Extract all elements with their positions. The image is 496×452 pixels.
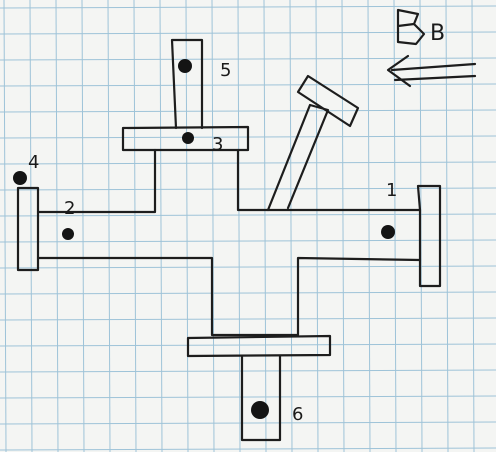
grid-line-horizontal xyxy=(0,162,496,164)
grid-line-vertical xyxy=(238,0,240,452)
label-hole-3: 3 xyxy=(212,134,223,155)
hole-6-dot xyxy=(251,401,269,419)
grid-line-vertical xyxy=(264,0,266,452)
grid-line-vertical xyxy=(160,0,162,452)
grid-line-vertical xyxy=(108,0,110,452)
left-end-cap xyxy=(18,188,38,270)
label-hole-1: 1 xyxy=(386,180,397,201)
grid-line-horizontal xyxy=(0,110,496,112)
grid-line-vertical xyxy=(342,0,344,452)
label-hole-2: 2 xyxy=(64,198,75,219)
grid-line-vertical xyxy=(446,0,448,452)
hole-3-dot xyxy=(182,132,194,144)
grid-line-vertical xyxy=(56,0,58,452)
grid-line-vertical xyxy=(4,0,6,452)
bottom-plate xyxy=(188,336,330,356)
grid-line-vertical xyxy=(472,0,474,452)
grid-line-vertical xyxy=(82,0,84,452)
hole-5-dot xyxy=(178,59,192,73)
label-hole-5: 5 xyxy=(220,60,231,81)
label-direction: B xyxy=(430,21,445,46)
grid-line-vertical xyxy=(368,0,370,452)
label-hole-6: 6 xyxy=(292,404,303,425)
grid-line-horizontal xyxy=(0,6,496,8)
hole-2-dot xyxy=(62,228,74,240)
grid-line-horizontal xyxy=(0,188,496,190)
direction-arrow xyxy=(388,56,475,86)
grid-line-horizontal xyxy=(0,84,496,86)
grid-line-vertical xyxy=(290,0,292,452)
hole-1-dot xyxy=(381,225,395,239)
grid-line-vertical xyxy=(134,0,136,452)
angled-lever xyxy=(268,105,328,210)
grid-line-vertical xyxy=(394,0,396,452)
main-horizontal-bar xyxy=(38,150,420,335)
grid-line-vertical xyxy=(30,0,32,452)
bottom-post xyxy=(242,356,280,440)
grid-line-horizontal xyxy=(0,58,496,60)
lever-t-handle xyxy=(298,76,358,126)
grid-line-vertical xyxy=(316,0,318,452)
hole-4-dot xyxy=(13,171,27,185)
label-hole-4: 4 xyxy=(28,152,39,173)
grid-line-vertical xyxy=(212,0,214,452)
grid-line-horizontal xyxy=(0,240,496,242)
